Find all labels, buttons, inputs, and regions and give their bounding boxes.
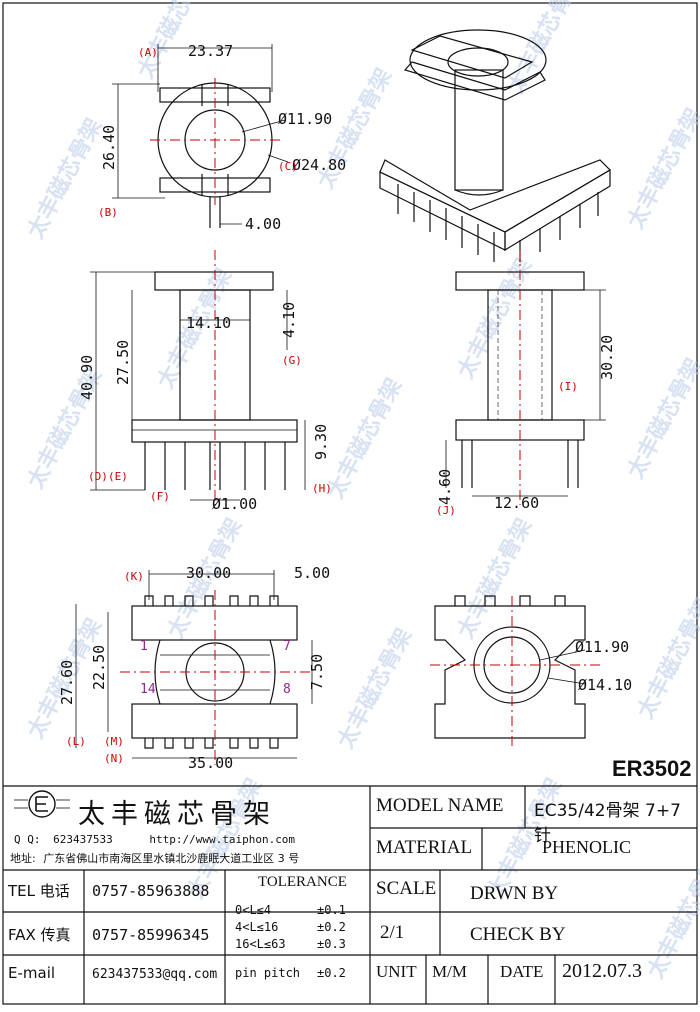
email-label: E-mail xyxy=(8,964,56,982)
dim-width: 35.00 xyxy=(188,754,233,772)
dim-depth: 27.60 xyxy=(58,660,76,705)
dim-body-height: 27.50 xyxy=(114,340,132,385)
part-code: ER3502 xyxy=(612,756,692,781)
dim-base-height: 9.30 xyxy=(312,424,330,460)
drawn-by-label: DRWN BY xyxy=(470,883,559,904)
bottom-view: 1 7 14 8 30.00 5.00 (K) 27.60 22.50 7.50… xyxy=(58,564,330,772)
tolerance-row: 16<L≤63±0.3 xyxy=(235,937,346,951)
qq-label: Q Q: xyxy=(14,833,41,846)
dim-inner: 22.50 xyxy=(90,645,108,690)
unit-label: UNIT xyxy=(376,962,417,981)
address-label: 地址: xyxy=(10,852,36,865)
dim-gap: 7.50 xyxy=(308,654,326,690)
base-view: Ø11.90 Ø14.10 xyxy=(430,595,632,746)
tel-value: 0757-85963888 xyxy=(92,882,210,900)
watermark-text: 太丰磁芯骨架 xyxy=(322,374,407,503)
scale-label: SCALE xyxy=(376,878,437,899)
label-a: (A) xyxy=(138,46,158,59)
dim-pin-dia: Ø1.00 xyxy=(212,495,257,513)
front-view-pins xyxy=(144,442,286,490)
tolerance-title: TOLERANCE xyxy=(258,874,347,890)
watermark-text: 太丰磁芯骨架 xyxy=(452,254,537,383)
dim-core-width: 14.10 xyxy=(186,314,231,332)
watermark-text: 太丰磁芯骨架 xyxy=(642,854,700,983)
tel-label: TEL 电话 xyxy=(8,882,70,900)
address-text: 广东省佛山市南海区里水镇北沙鹿眠大道工业区 3 号 xyxy=(43,852,300,865)
watermark-text: 太丰磁芯骨架 xyxy=(632,594,700,723)
date-value: 2012.07.3 xyxy=(562,960,642,982)
pin-8-label: 8 xyxy=(283,682,291,697)
front-view: 40.90 27.50 14.10 4.10 (G) 9.30 (H) (D) … xyxy=(78,250,332,513)
pin-1-label: 1 xyxy=(140,639,148,654)
label-h: (H) xyxy=(312,482,332,495)
fax-label: FAX 传真 xyxy=(8,926,71,944)
dim-width: 23.37 xyxy=(188,42,233,60)
pin-7-label: 7 xyxy=(283,639,291,654)
dim-slot: 4.00 xyxy=(245,215,281,233)
label-d: (D) xyxy=(88,470,108,483)
label-e: (E) xyxy=(108,470,128,483)
dim-flange: 4.10 xyxy=(280,302,298,338)
date-label: DATE xyxy=(500,962,544,981)
dim-side-width: 12.60 xyxy=(494,494,539,512)
base-outer-dia: Ø14.10 xyxy=(578,676,632,694)
watermark-text: 太丰磁芯骨架 xyxy=(622,104,700,233)
title-block-grid xyxy=(3,785,697,1004)
dim-pin-length: 4.60 xyxy=(436,469,454,505)
top-view: 23.37 (A) 26.40 (B) Ø11.90 Ø24.80 (C) 4.… xyxy=(98,42,346,233)
watermark-text: 太丰磁芯骨架 xyxy=(22,114,107,243)
watermark-text: 太丰磁芯骨架 xyxy=(502,0,587,98)
company-qq-row: Q Q: 623437533 http://www.taiphon.com xyxy=(14,833,295,846)
label-j: (J) xyxy=(436,504,456,517)
scale-value: 2/1 xyxy=(380,922,405,943)
watermark-text: 太丰磁芯骨架 xyxy=(622,354,700,483)
company-name: 太丰磁芯骨架 xyxy=(78,799,276,830)
side-view: 30.20 (I) 4.60 (J) 12.60 xyxy=(436,250,616,517)
website-link[interactable]: http://www.taiphon.com xyxy=(149,833,296,846)
label-g: (G) xyxy=(282,354,302,367)
dim-pitch-end: 5.00 xyxy=(294,564,330,582)
email-value[interactable]: 623437533@qq.com xyxy=(92,967,218,982)
company-address-row: 地址: 广东省佛山市南海区里水镇北沙鹿眠大道工业区 3 号 xyxy=(10,850,299,866)
dim-height: 26.40 xyxy=(100,125,118,170)
company-logo-icon xyxy=(14,790,70,818)
tolerance-row: 0<L≤4±0.1 xyxy=(235,903,346,917)
watermark-text: 太丰磁芯骨架 xyxy=(452,514,537,643)
tolerance-row: 4<L≤16±0.2 xyxy=(235,920,346,934)
tolerance-row: pin pitch±0.2 xyxy=(235,966,346,980)
isometric-view xyxy=(379,29,611,262)
base-inner-dia: Ø11.90 xyxy=(575,638,629,656)
label-n: (N) xyxy=(104,752,124,765)
qq-number: 623437533 xyxy=(53,833,113,846)
model-name-value: EC35/42骨架 7+7 针 xyxy=(534,801,681,846)
label-f: (F) xyxy=(150,490,170,503)
watermark-text: 太丰磁芯骨架 xyxy=(332,624,417,753)
material-label: MATERIAL xyxy=(376,837,473,858)
label-c: (C) xyxy=(278,160,298,173)
label-b: (B) xyxy=(98,206,118,219)
label-k: (K) xyxy=(124,570,144,583)
fax-value: 0757-85996345 xyxy=(92,926,210,944)
dim-inner-dia: Ø11.90 xyxy=(278,110,332,128)
material-value: PHENOLIC xyxy=(542,837,631,857)
dim-outer-dia: Ø24.80 xyxy=(292,156,346,174)
dim-total-height: 40.90 xyxy=(78,355,96,400)
pin-14-label: 14 xyxy=(140,682,156,697)
label-l: (L) xyxy=(66,735,86,748)
dim-pitch: 30.00 xyxy=(186,564,231,582)
label-i: (I) xyxy=(558,380,578,393)
tolerance-table: 0<L≤4±0.1 4<L≤16±0.2 16<L≤63±0.3 pin pit… xyxy=(235,902,346,982)
dim-side-height: 30.20 xyxy=(598,335,616,380)
check-by-label: CHECK BY xyxy=(470,924,566,945)
model-name-label: MODEL NAME xyxy=(376,795,504,816)
unit-value: M/M xyxy=(432,962,467,981)
label-m: (M) xyxy=(104,735,124,748)
